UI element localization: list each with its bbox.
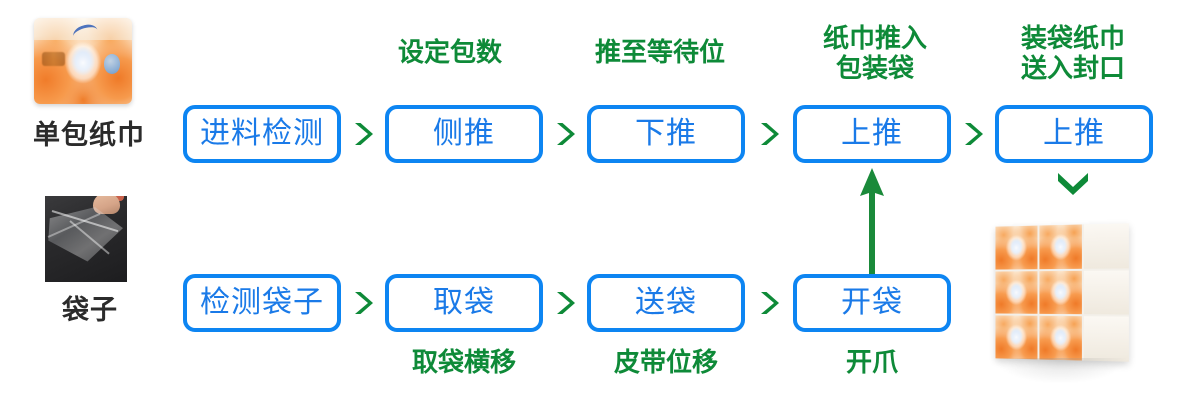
bundle-cell — [1084, 316, 1129, 362]
step-label: 送袋 — [635, 285, 697, 320]
step-box-bag-2[interactable]: 取袋 — [385, 274, 543, 332]
bundle-cell — [1084, 270, 1129, 315]
chevron-right-icon-bottom-2 — [554, 290, 576, 316]
bundle-cell — [1039, 270, 1083, 315]
bundle-cell — [995, 315, 1038, 360]
step-label: 进料检测 — [200, 116, 324, 151]
chevron-right-icon-top-3 — [758, 121, 780, 147]
tissue-pack-badge — [103, 54, 121, 74]
step-label: 开袋 — [841, 285, 903, 320]
bundle-cell — [995, 225, 1038, 270]
step-box-tissue-2[interactable]: 侧推 — [385, 105, 543, 163]
bundled-tissue-product-photo — [995, 223, 1129, 362]
step-label: 上推 — [841, 116, 903, 151]
step-box-tissue-3[interactable]: 下推 — [587, 105, 745, 163]
plastic-bag-photo — [45, 196, 127, 282]
step-box-tissue-1[interactable]: 进料检测 — [183, 105, 341, 163]
tissue-pack-top-panel — [34, 18, 132, 41]
chevron-right-icon-bottom-3 — [758, 290, 780, 316]
note-bag-step-3: 皮带位移 — [613, 348, 718, 378]
step-box-bag-4[interactable]: 开袋 — [793, 274, 951, 332]
note-tissue-step-2: 设定包数 — [397, 38, 502, 68]
row-caption-bag: 袋子 — [62, 295, 118, 326]
chevron-right-icon-bottom-1 — [352, 290, 374, 316]
note-bag-step-4: 开爪 — [845, 348, 898, 378]
bag-photo-hand — [92, 196, 121, 215]
bundle-cell — [1039, 224, 1083, 269]
step-label: 上推 — [1043, 116, 1105, 151]
step-label: 取袋 — [433, 285, 495, 320]
step-box-bag-3[interactable]: 送袋 — [587, 274, 745, 332]
up-arrow-bag-to-tissue — [857, 168, 887, 276]
note-tissue-step-5: 装袋纸巾 送入封口 — [1020, 24, 1125, 84]
bundle-cell — [1039, 316, 1083, 361]
single-tissue-pack-photo — [34, 18, 132, 104]
note-tissue-step-4: 纸巾推入 包装袋 — [822, 24, 927, 84]
step-box-bag-1[interactable]: 检测袋子 — [183, 274, 341, 332]
down-chevron-to-product — [1056, 170, 1090, 196]
bundle-reflection — [993, 358, 1128, 384]
step-label: 侧推 — [433, 116, 495, 151]
step-box-tissue-4[interactable]: 上推 — [793, 105, 951, 163]
row-caption-tissue: 单包纸巾 — [33, 120, 145, 151]
note-bag-step-2: 取袋横移 — [411, 348, 516, 378]
chevron-right-icon-top-4 — [962, 121, 984, 147]
bundle-cell — [995, 270, 1038, 315]
note-tissue-step-3: 推至等待位 — [594, 38, 725, 68]
chevron-right-icon-top-1 — [352, 121, 374, 147]
bundle-cell — [1084, 223, 1129, 269]
chevron-right-icon-top-2 — [554, 121, 576, 147]
tissue-pack-logo — [41, 52, 66, 67]
step-label: 检测袋子 — [200, 285, 324, 320]
step-label: 下推 — [635, 116, 697, 151]
step-box-tissue-5[interactable]: 上推 — [995, 105, 1153, 163]
